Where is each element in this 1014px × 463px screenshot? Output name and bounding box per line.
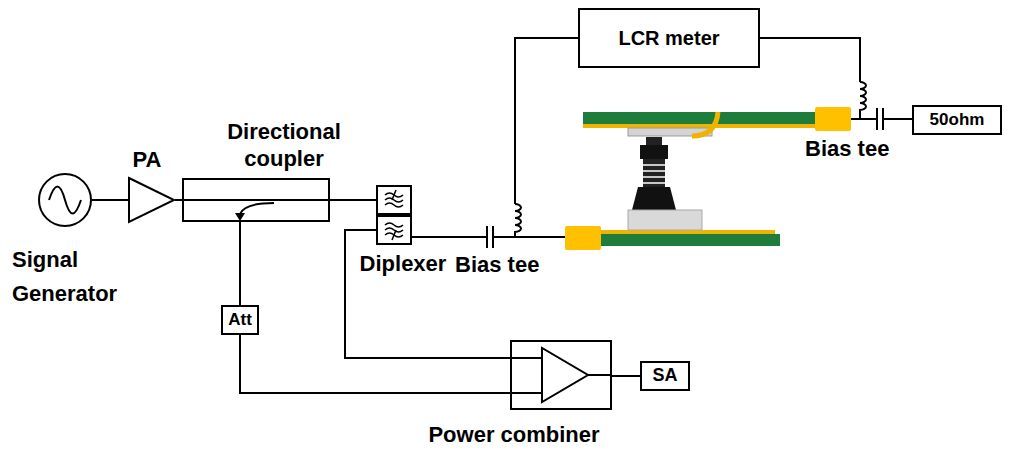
- rf-cable: [92, 199, 128, 201]
- rf-wire: [412, 236, 487, 238]
- node-heading: Signal Generator: [12, 243, 152, 311]
- pcb-board: [583, 112, 818, 124]
- device-under-test: [628, 112, 718, 230]
- directional-coupler-outline: [182, 178, 330, 222]
- bias-tee-label: Bias tee: [455, 252, 539, 278]
- node-heading: Power combiner: [414, 422, 614, 448]
- connector-head: [640, 145, 668, 159]
- sine-symbol: [49, 187, 81, 214]
- rf-wire: [883, 118, 912, 120]
- flex-contact: [692, 112, 718, 136]
- connector-pin: [646, 137, 662, 145]
- node-label: LCR meter: [618, 26, 719, 50]
- diplexer-outline: [376, 185, 412, 245]
- lcr-wire: [515, 38, 578, 204]
- filter-box: [377, 216, 411, 244]
- rf-cable: [330, 199, 376, 201]
- node-heading: Diplexer: [348, 251, 458, 277]
- rf-cable: [240, 335, 510, 393]
- signal-generator-outline: [38, 173, 92, 227]
- contact-pad: [628, 210, 702, 230]
- amplifier-triangle: [129, 178, 174, 222]
- node-heading: PA: [122, 147, 172, 173]
- pcb-board: [580, 234, 780, 246]
- rf-connector: [815, 107, 851, 131]
- thread-lines: [643, 165, 665, 183]
- inductor-symbol: [515, 204, 521, 237]
- lcr-wire: [760, 38, 860, 82]
- power-amplifier-outline: [128, 177, 175, 223]
- node-heading: Directional coupler: [204, 118, 364, 172]
- bias-tee-wiring: [412, 38, 912, 248]
- bias-tee-label: Bias tee: [805, 136, 889, 162]
- arrow-head: [235, 213, 245, 221]
- filter-slash: [392, 230, 396, 240]
- spectrum-analyzer-box: SA: [640, 361, 690, 391]
- capacitor-symbol: [877, 108, 883, 130]
- diplexer: Diplexer: [376, 185, 412, 245]
- filter-slash: [392, 190, 396, 200]
- rf-connector: [565, 226, 601, 250]
- directional-coupler: Directional coupler: [182, 178, 330, 222]
- power-amplifier: PA: [128, 177, 175, 223]
- attenuator-box: Att: [221, 305, 259, 335]
- capacitor-symbol: [487, 226, 493, 248]
- combiner-box: [511, 341, 611, 409]
- through-line: [182, 199, 330, 201]
- connector-base: [632, 187, 676, 210]
- rf-wire: [850, 118, 877, 120]
- source-circle: [39, 174, 91, 226]
- coupler-box: [183, 179, 329, 221]
- filter-box: [377, 186, 411, 214]
- rf-cable: [239, 222, 241, 305]
- rf-wire: [493, 236, 566, 238]
- combiner-symbol: [542, 348, 588, 402]
- coupled-arrow: [240, 203, 274, 214]
- rf-cable: [345, 230, 510, 358]
- inductor-symbol: [860, 82, 866, 119]
- pcb-trace: [600, 230, 775, 234]
- pcb-trace: [583, 124, 818, 128]
- signal-generator: Signal Generator: [38, 173, 92, 227]
- node-label: SA: [652, 365, 677, 387]
- power-combiner-outline: [510, 340, 612, 410]
- lcr-meter-box: LCR meter: [578, 8, 760, 68]
- rf-cable: [612, 375, 640, 377]
- combiner-inputs: [510, 358, 542, 393]
- node-label: Att: [228, 310, 252, 330]
- connector-thread: [643, 159, 665, 187]
- node-label: 50ohm: [930, 110, 985, 130]
- load-box: 50ohm: [912, 105, 1002, 135]
- power-combiner: Power combiner: [510, 340, 612, 410]
- combiner-output: [588, 374, 612, 376]
